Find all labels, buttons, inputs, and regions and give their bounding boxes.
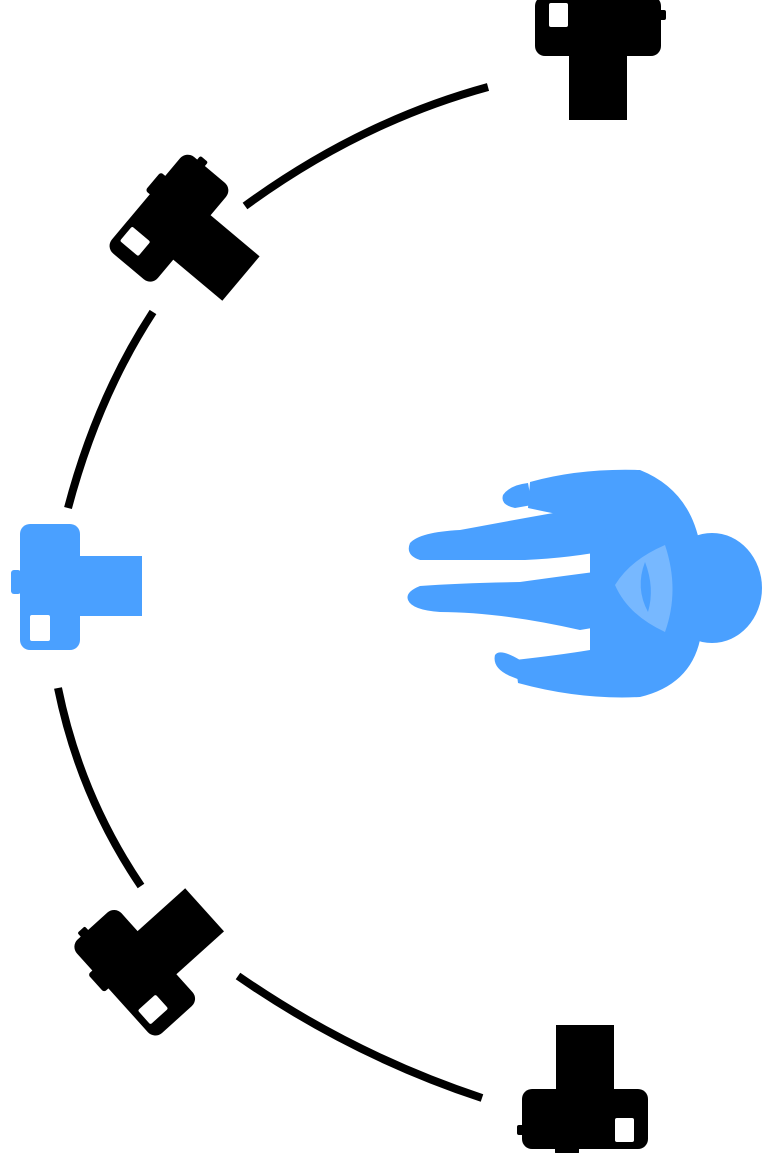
person-top-view-icon [407,469,762,698]
camera-icon[interactable] [535,0,666,120]
person-leg-bottom [407,570,610,630]
camera-icon-active[interactable] [11,524,142,650]
person-arm-bottom [494,652,520,680]
person-head [662,533,762,643]
camera-icon[interactable] [517,1025,648,1153]
arc-segment [235,972,484,1102]
person-arm-top [502,483,532,508]
camera-arc [54,83,490,1102]
camera-icon[interactable] [100,142,285,327]
person-leg-top [408,505,610,560]
person-face-detail [640,562,651,612]
arc-segment [54,687,145,889]
camera-icon[interactable] [62,859,247,1044]
arc-segment [64,309,157,510]
arc-segment [242,83,490,210]
